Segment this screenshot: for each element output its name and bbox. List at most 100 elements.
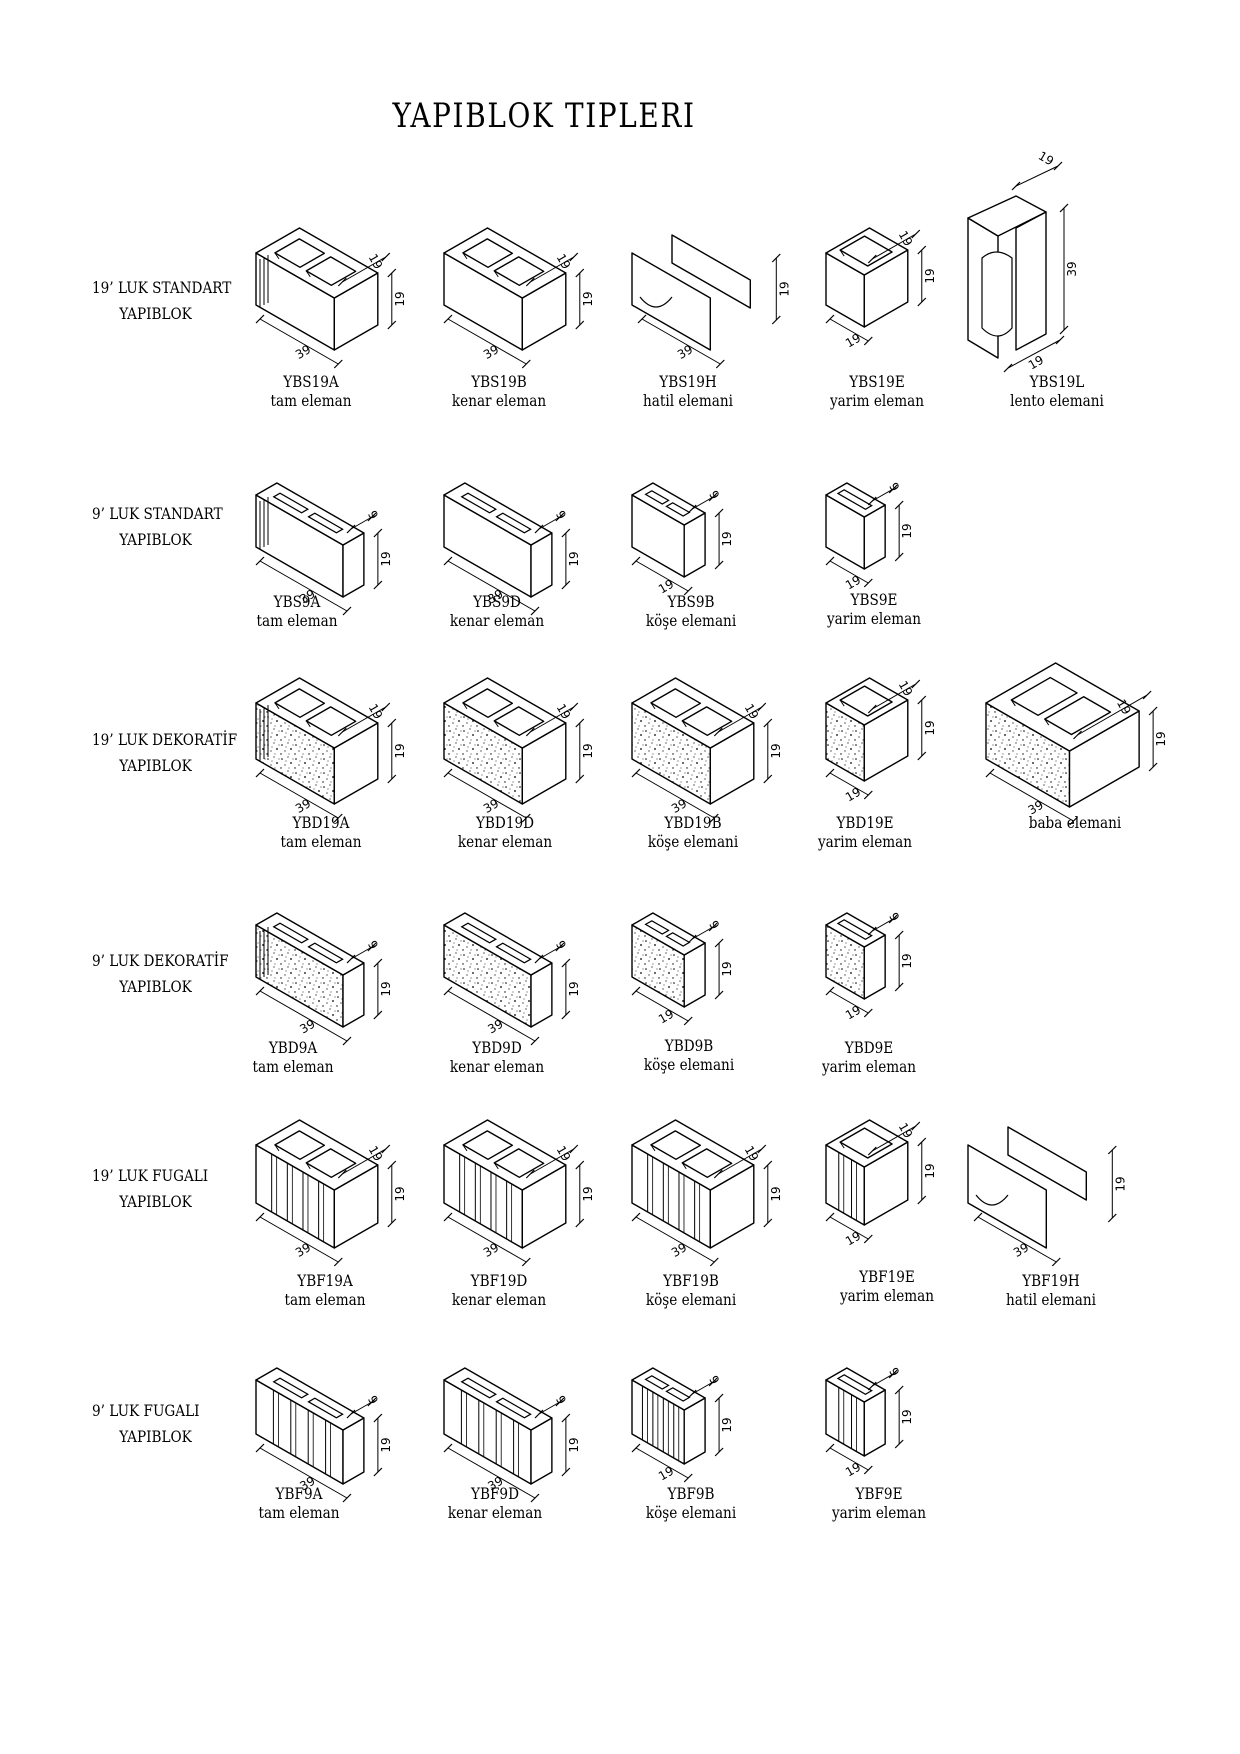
caption-ybd19b: YBD19B köşe elemani <box>621 813 766 851</box>
svg-text:19: 19 <box>769 1186 783 1201</box>
caption-code: YBF9E <box>855 1484 903 1503</box>
caption-name: lento elemani <box>1010 391 1104 410</box>
svg-text:39: 39 <box>485 587 505 607</box>
caption-name: yarim eleman <box>821 1057 917 1076</box>
caption-name: kenar eleman <box>449 1057 545 1076</box>
caption-name: yarim eleman <box>826 609 922 628</box>
caption-code: YBF9B <box>667 1484 715 1503</box>
svg-text:39: 39 <box>1026 798 1046 818</box>
caption-name: yarim eleman <box>831 1503 927 1522</box>
caption-code: YBF19E <box>859 1267 915 1286</box>
svg-text:19: 19 <box>900 523 914 538</box>
row-label-9-dekoratif: 9’ LUK DEKORATİF YAPIBLOK <box>92 948 229 1000</box>
row-label-19-standart: 19’ LUK STANDART YAPIBLOK <box>92 275 231 327</box>
page-title: YAPIBLOK TIPLERI <box>392 96 696 136</box>
svg-text:19: 19 <box>720 531 734 546</box>
svg-text:39: 39 <box>1011 1240 1031 1260</box>
svg-text:19: 19 <box>843 1460 863 1480</box>
row-label-line2: YAPIBLOK <box>119 530 192 549</box>
svg-text:19: 19 <box>1036 149 1056 169</box>
svg-text:19: 19 <box>366 1143 386 1163</box>
caption-ybf19e: YBF19E yarim eleman <box>815 1267 960 1305</box>
svg-text:39: 39 <box>297 587 317 607</box>
svg-text:19: 19 <box>581 1186 595 1201</box>
caption-name: tam eleman <box>256 611 338 630</box>
svg-text:39: 39 <box>669 1240 689 1260</box>
svg-text:19: 19 <box>567 551 581 566</box>
svg-text:19: 19 <box>720 1417 734 1432</box>
svg-text:19: 19 <box>567 1437 581 1452</box>
caption-name: kenar eleman <box>451 1290 547 1309</box>
row-label-line2: YAPIBLOK <box>119 304 192 323</box>
caption-code: YBD9D <box>472 1038 522 1057</box>
svg-text:19: 19 <box>843 1003 863 1023</box>
svg-text:19: 19 <box>554 701 574 721</box>
svg-text:39: 39 <box>485 1474 505 1494</box>
svg-text:39: 39 <box>485 1017 505 1037</box>
caption-code: YBF19B <box>663 1271 719 1290</box>
svg-text:19: 19 <box>567 981 581 996</box>
row-label-line1: 19’ LUK FUGALI <box>92 1166 209 1185</box>
caption-ybf19h: YBF19H hatil elemani <box>979 1271 1124 1309</box>
svg-text:19: 19 <box>896 1120 916 1140</box>
caption-name: köşe elemani <box>643 1055 735 1074</box>
caption-ybs19h: YBS19H hatil elemani <box>616 372 761 410</box>
svg-text:19: 19 <box>656 1007 676 1027</box>
svg-text:19: 19 <box>1154 731 1168 746</box>
caption-ybs9a: YBS9A tam eleman <box>225 592 370 630</box>
caption-ybf19b: YBF19B köşe elemani <box>619 1271 764 1309</box>
svg-text:19: 19 <box>393 291 407 306</box>
svg-text:19: 19 <box>656 1464 676 1484</box>
svg-text:39: 39 <box>675 342 695 362</box>
svg-text:39: 39 <box>481 796 501 816</box>
caption-code: YBD9A <box>268 1038 318 1057</box>
caption-ybs19l: YBS19L lento elemani <box>985 372 1130 410</box>
caption-ybf9a: YBF9A tam eleman <box>227 1484 372 1522</box>
caption-name: tam eleman <box>252 1057 334 1076</box>
svg-text:39: 39 <box>297 1474 317 1494</box>
caption-name: yarim eleman <box>817 832 913 851</box>
caption-code: YBD9B <box>664 1036 714 1055</box>
svg-text:19: 19 <box>656 577 676 597</box>
svg-text:19: 19 <box>843 785 863 805</box>
caption-name: kenar eleman <box>457 832 553 851</box>
svg-text:19: 19 <box>777 281 791 296</box>
caption-ybf9d: YBF9D kenar eleman <box>423 1484 568 1522</box>
svg-text:19: 19 <box>923 268 937 283</box>
caption-code: YBS9D <box>473 592 521 611</box>
svg-text:19: 19 <box>843 573 863 593</box>
caption-ybf19a: YBF19A tam eleman <box>253 1271 398 1309</box>
svg-text:19: 19 <box>554 251 574 271</box>
caption-code: YBS19H <box>659 372 717 391</box>
caption-code: YBS9E <box>850 590 898 609</box>
caption-ybs19b: YBS19B kenar eleman <box>427 372 572 410</box>
caption-code: YBF19D <box>470 1271 528 1290</box>
svg-text:39: 39 <box>669 796 689 816</box>
svg-text:19: 19 <box>1114 697 1134 717</box>
svg-text:19: 19 <box>366 701 386 721</box>
caption-code: YBS19L <box>1029 372 1085 391</box>
caption-code: YBD9E <box>844 1038 894 1057</box>
svg-text:19: 19 <box>554 1143 574 1163</box>
svg-text:39: 39 <box>1065 261 1079 276</box>
caption-ybd9d: YBD9D kenar eleman <box>425 1038 570 1076</box>
caption-code: YBF9D <box>471 1484 519 1503</box>
svg-text:19: 19 <box>393 743 407 758</box>
svg-text:19: 19 <box>900 953 914 968</box>
row-label-9-standart: 9’ LUK STANDART YAPIBLOK <box>92 501 223 553</box>
